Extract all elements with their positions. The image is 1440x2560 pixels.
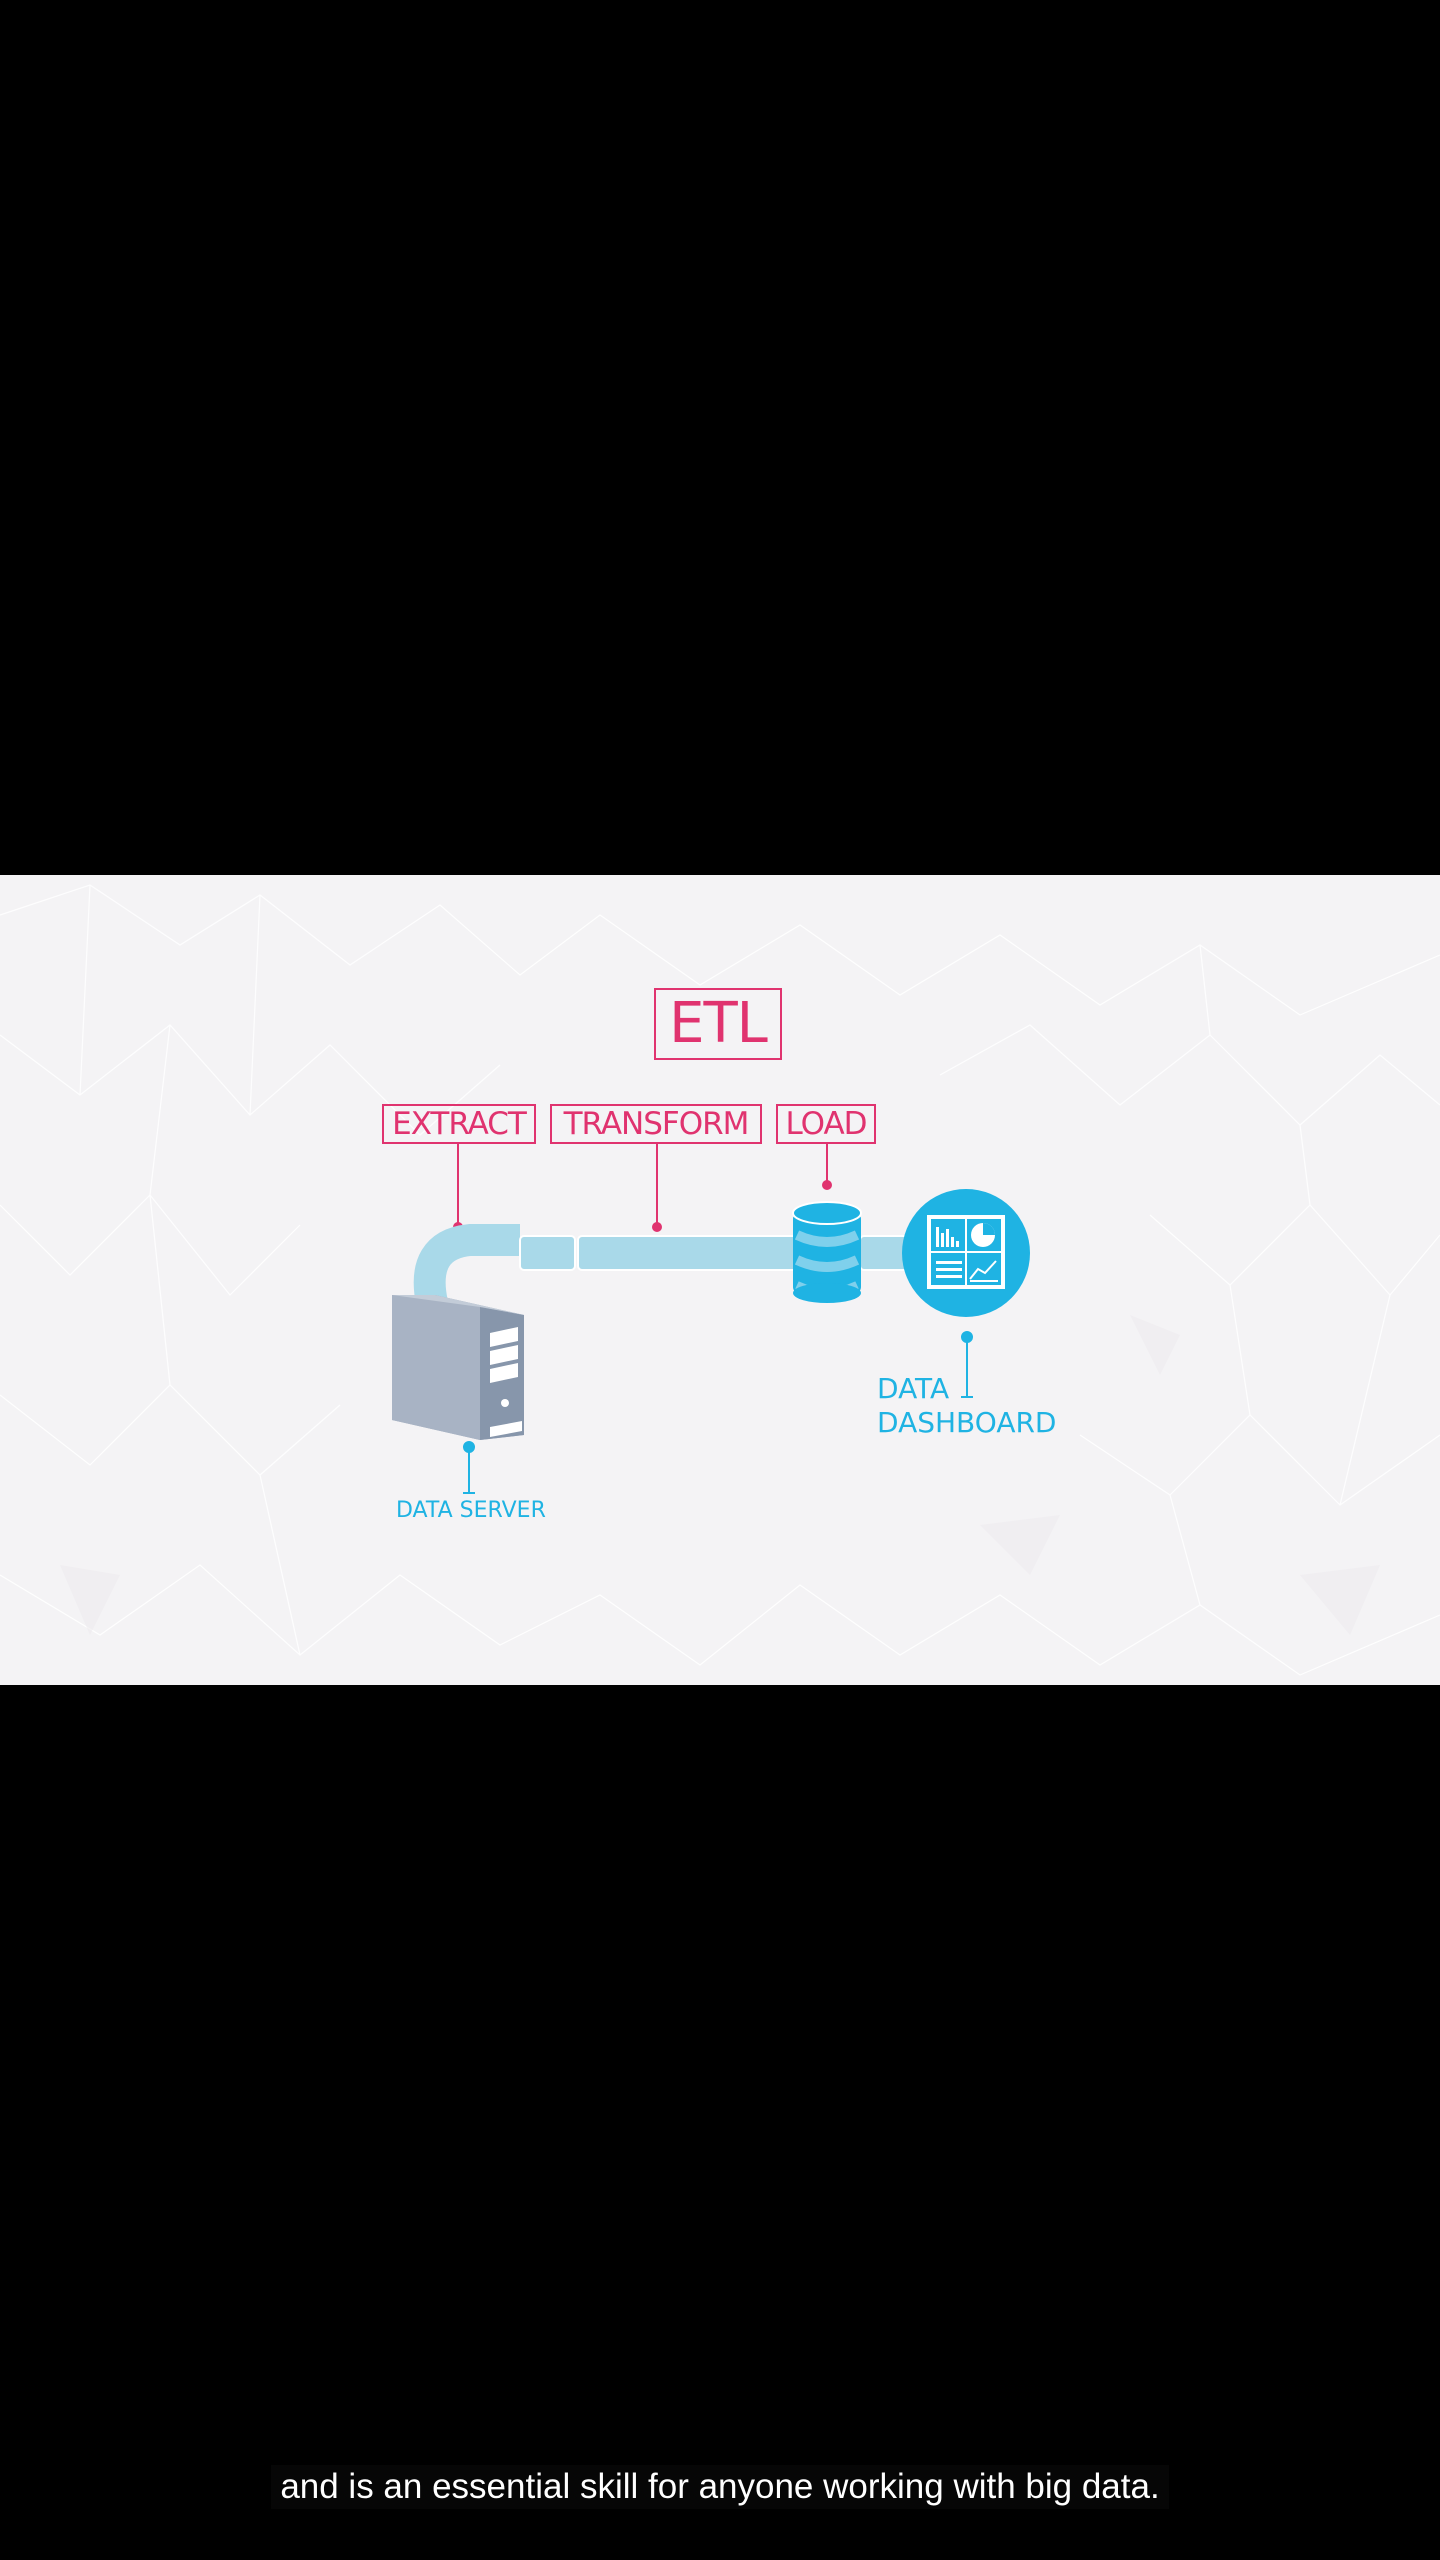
dashboard-icon	[902, 1189, 1030, 1317]
database-icon	[792, 1201, 862, 1303]
dashboard-connector	[961, 1331, 973, 1398]
stage-extract-label: EXTRACT	[382, 1104, 536, 1144]
data-server-label: DATA SERVER	[396, 1498, 546, 1523]
diagram-graphics	[392, 1144, 1030, 1494]
data-dashboard-label: DATA DASHBOARD	[877, 1372, 1056, 1440]
stage-load-label: LOAD	[776, 1104, 876, 1144]
data-dashboard-label-line1: DATA	[877, 1372, 950, 1405]
stage-connectors	[453, 1144, 832, 1232]
stage-transform-label: TRANSFORM	[550, 1104, 762, 1144]
caption-text: and is an essential skill for anyone wor…	[271, 2465, 1169, 2509]
video-frame[interactable]: ETL EXTRACT TRANSFORM LOAD	[0, 875, 1440, 1685]
data-dashboard-label-line2: DASHBOARD	[877, 1406, 1057, 1439]
server-icon	[392, 1295, 524, 1440]
background-mesh	[0, 884, 1440, 1676]
caption-area: and is an essential skill for anyone wor…	[0, 2465, 1440, 2509]
server-connector	[463, 1441, 475, 1494]
etl-title: ETL	[654, 988, 782, 1060]
etl-diagram: ETL EXTRACT TRANSFORM LOAD	[0, 875, 1440, 1685]
